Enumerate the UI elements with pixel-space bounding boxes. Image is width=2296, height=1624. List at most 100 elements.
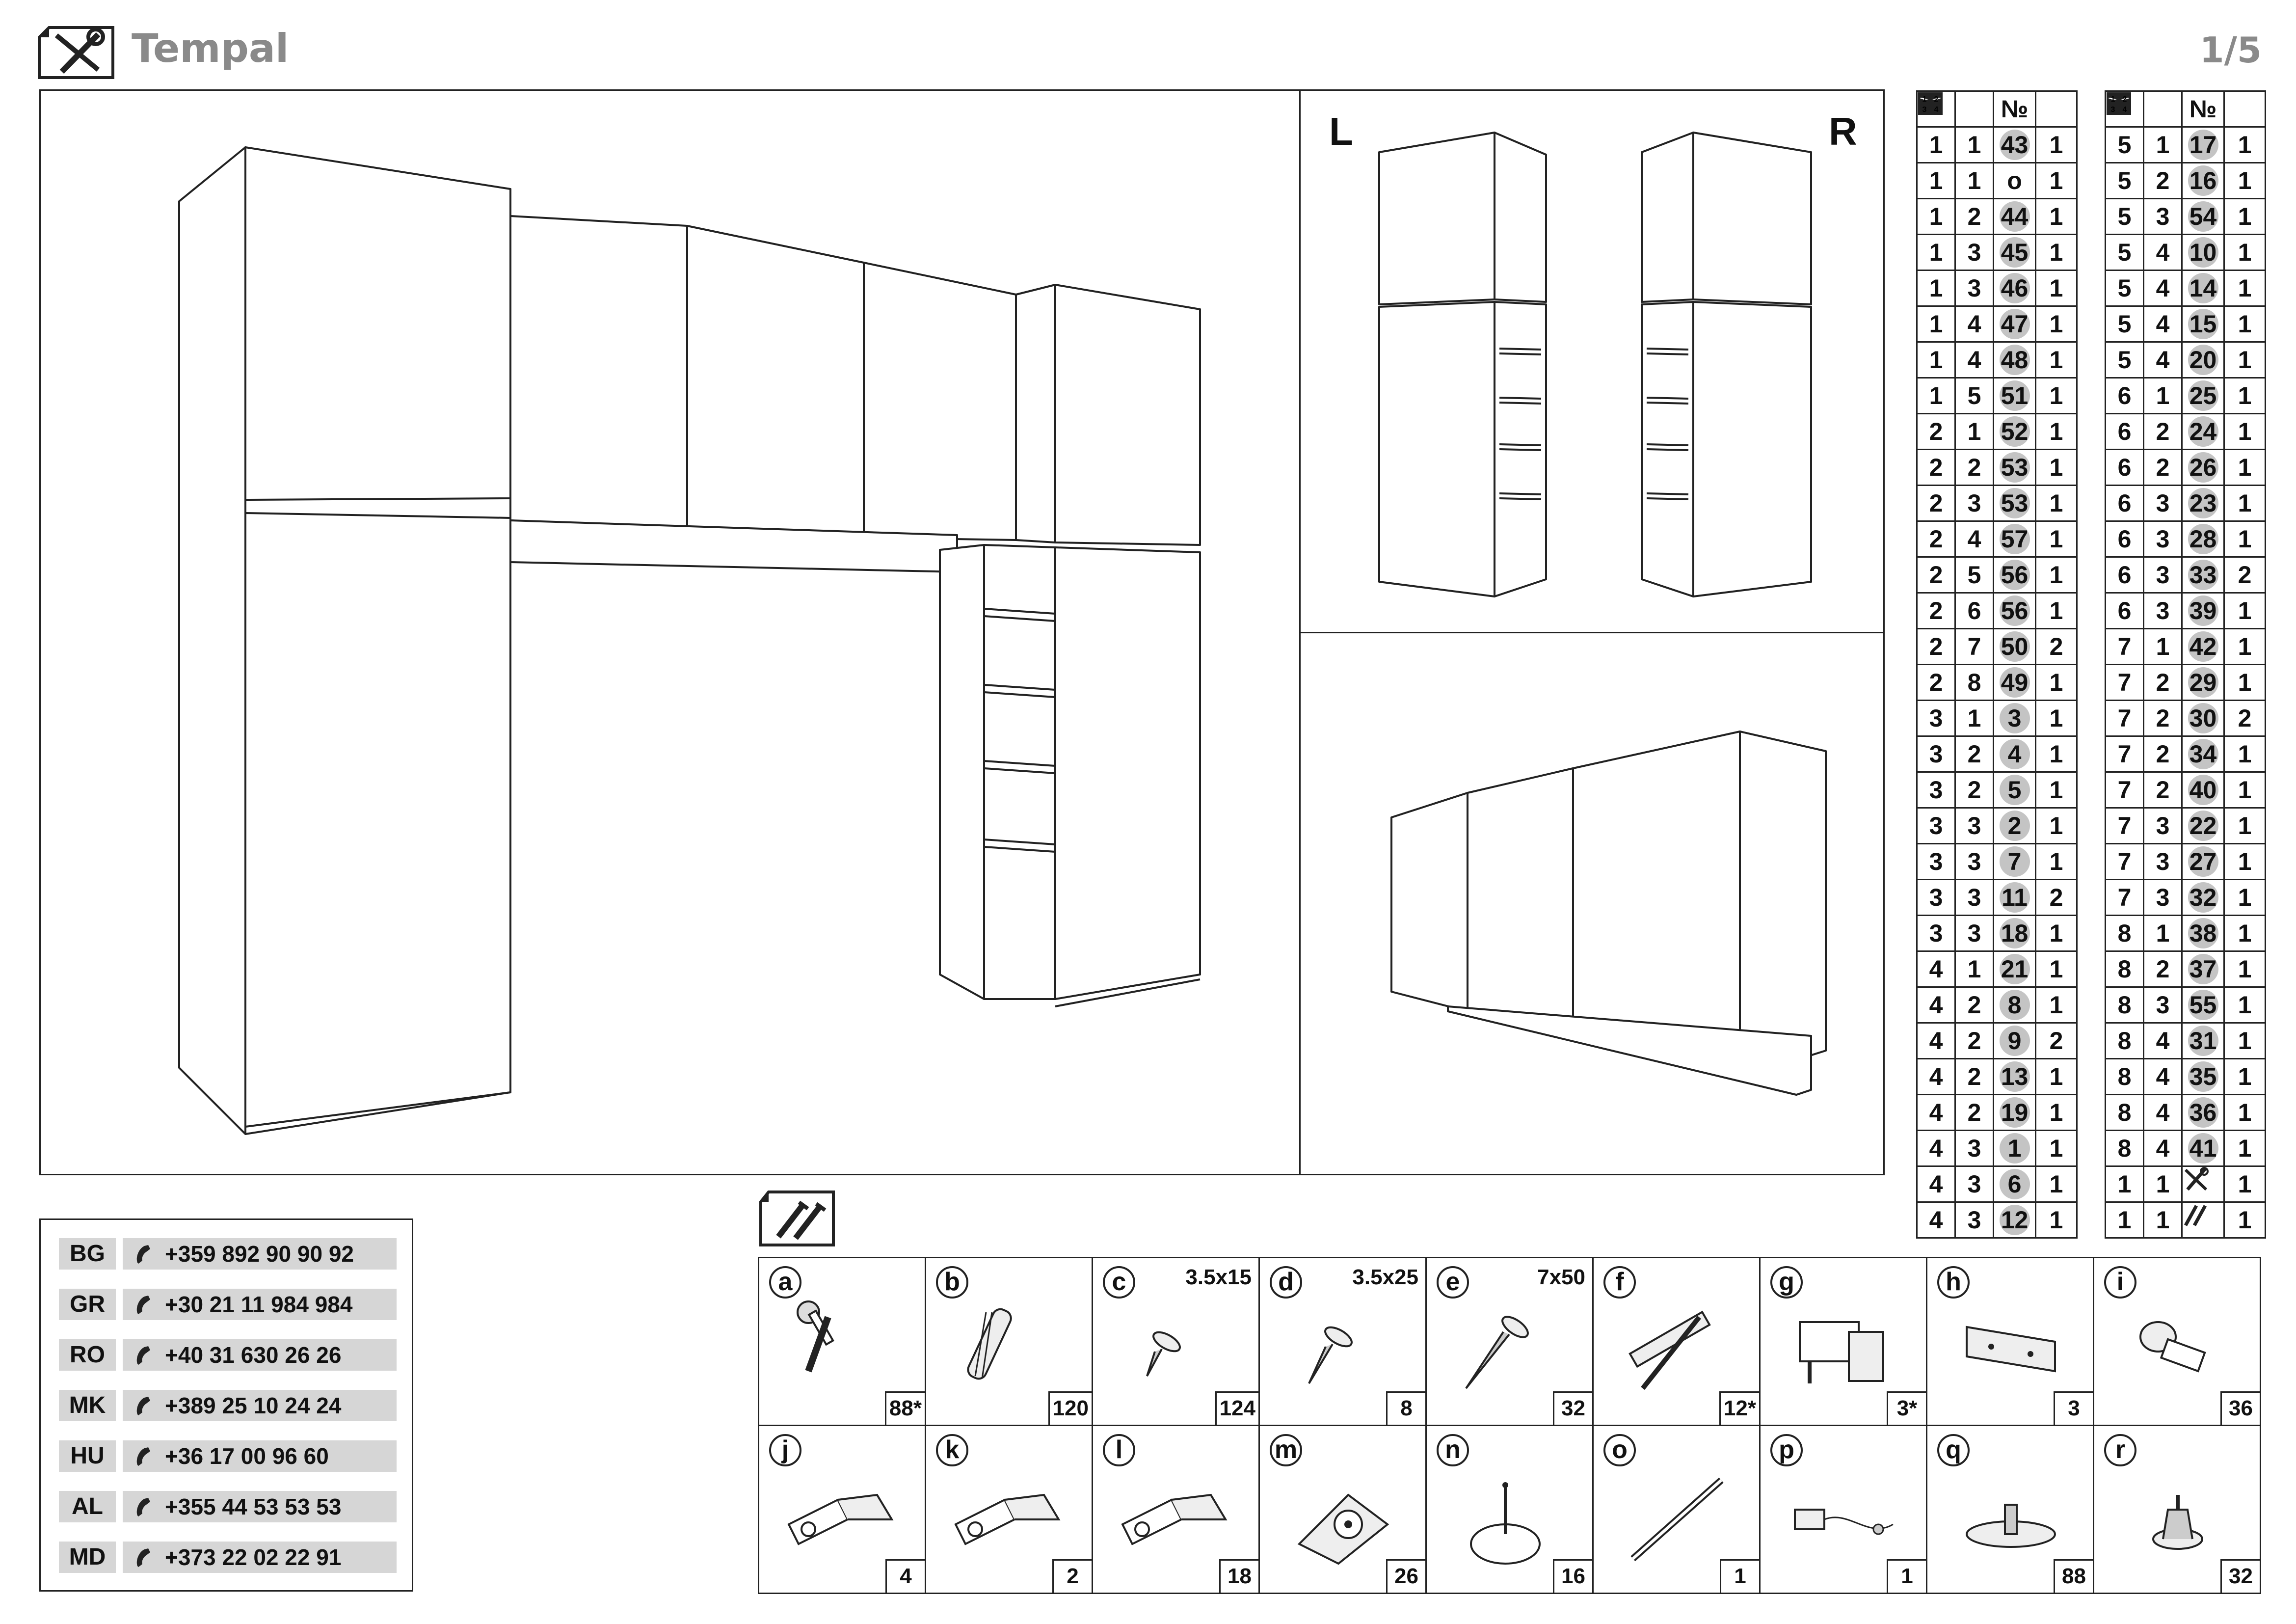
rod-icon [1630, 1477, 1724, 1562]
hardware-letter: q [1937, 1434, 1970, 1466]
quantity: 1 [2223, 198, 2266, 235]
hinge-icon [787, 1493, 894, 1545]
layer-number: 3 [1954, 879, 1994, 916]
box-number: 5 [2105, 305, 2144, 343]
layer-number: 4 [2143, 305, 2183, 343]
box-number: 8 [2105, 1094, 2144, 1131]
contact-row: MK+389 25 10 24 24 [59, 1390, 398, 1421]
hardware-letter: o [1603, 1434, 1636, 1466]
svg-text:3: 3 [2110, 106, 2115, 114]
quantity: 1 [2035, 1058, 2078, 1095]
layer-number: 3 [2143, 198, 2183, 235]
part-number: 9 [1993, 1022, 2036, 1059]
phone-number: +30 21 11 984 984 [123, 1289, 397, 1320]
quantity: 1 [2035, 377, 2078, 414]
part-number: 21 [1993, 950, 2036, 988]
quantity: 1 [2223, 1022, 2266, 1059]
quantity: 1 [2223, 413, 2266, 450]
part-number: 52 [1993, 413, 2036, 450]
box-number: 6 [2105, 449, 2144, 486]
phone-icon [136, 1498, 150, 1516]
quantity: 2 [2223, 556, 2266, 594]
part-number: 4 [1993, 735, 2036, 773]
part-number: 36 [2181, 1094, 2225, 1131]
quantity: 2 [2035, 879, 2078, 916]
box-number: 5 [2105, 270, 2144, 307]
quantity: 1 [2223, 270, 2266, 307]
layer-number: 1 [1954, 162, 1994, 199]
layer-number: 1 [2143, 1201, 2183, 1239]
wall-rail-icon [1966, 1326, 2056, 1373]
box-number: 7 [2105, 771, 2144, 809]
part-number: 46 [1993, 270, 2036, 307]
quantity: 1 [2223, 485, 2266, 522]
quantity: 1 [2035, 556, 2078, 594]
hardware-letter: f [1603, 1266, 1636, 1299]
country-code: BG [59, 1238, 116, 1270]
box-number: 7 [2105, 664, 2144, 701]
hardware-letter: j [769, 1434, 801, 1466]
box-number: 8 [2105, 915, 2144, 952]
contact-row: AL+355 44 53 53 53 [59, 1491, 398, 1522]
box-number: 3 [1916, 700, 1956, 737]
svg-text:1: 1 [2110, 95, 2115, 104]
part-number: 10 [2181, 234, 2225, 271]
svg-text:4: 4 [1934, 106, 1938, 114]
quantity: 1 [2223, 449, 2266, 486]
box-number: 7 [2105, 879, 2144, 916]
number-column-header: № [2181, 90, 2225, 128]
shelf-pin-icon [2139, 1321, 2206, 1373]
part-number: 12 [1993, 1201, 2036, 1239]
layer-number: 3 [1954, 1201, 1994, 1239]
hardware-letter: d [1270, 1266, 1302, 1299]
quantity: 1 [2223, 520, 2266, 558]
quantity: 1 [2223, 1094, 2266, 1131]
part-number: 8 [1993, 986, 2036, 1024]
box-number: 7 [2105, 843, 2144, 880]
box-number: 1 [1916, 126, 1956, 163]
part-number: 19 [1993, 1094, 2036, 1131]
country-code: HU [59, 1440, 116, 1472]
quantity: 1 [2223, 592, 2266, 629]
quantity: 1 [2035, 592, 2078, 629]
layer-number: 3 [1954, 485, 1994, 522]
box-number: 7 [2105, 628, 2144, 665]
part-number: 13 [1993, 1058, 2036, 1095]
box-number: 2 [1916, 628, 1956, 665]
layer-number: 2 [2143, 162, 2183, 199]
quantity: 1 [2035, 1201, 2078, 1239]
contact-row: HU+36 17 00 96 60 [59, 1440, 398, 1472]
part-number: 37 [2181, 950, 2225, 988]
stack-icon [1920, 90, 1994, 128]
part-number [2181, 1201, 2225, 1239]
contact-row: MD+373 22 02 22 91 [59, 1542, 398, 1573]
quantity: 2 [2035, 1022, 2078, 1059]
quantity: 1 [2035, 771, 2078, 809]
layer-number: 3 [2143, 556, 2183, 594]
phone-number: +36 17 00 96 60 [123, 1440, 397, 1472]
part-number [2181, 1165, 2225, 1203]
layer-number: 4 [2143, 341, 2183, 379]
